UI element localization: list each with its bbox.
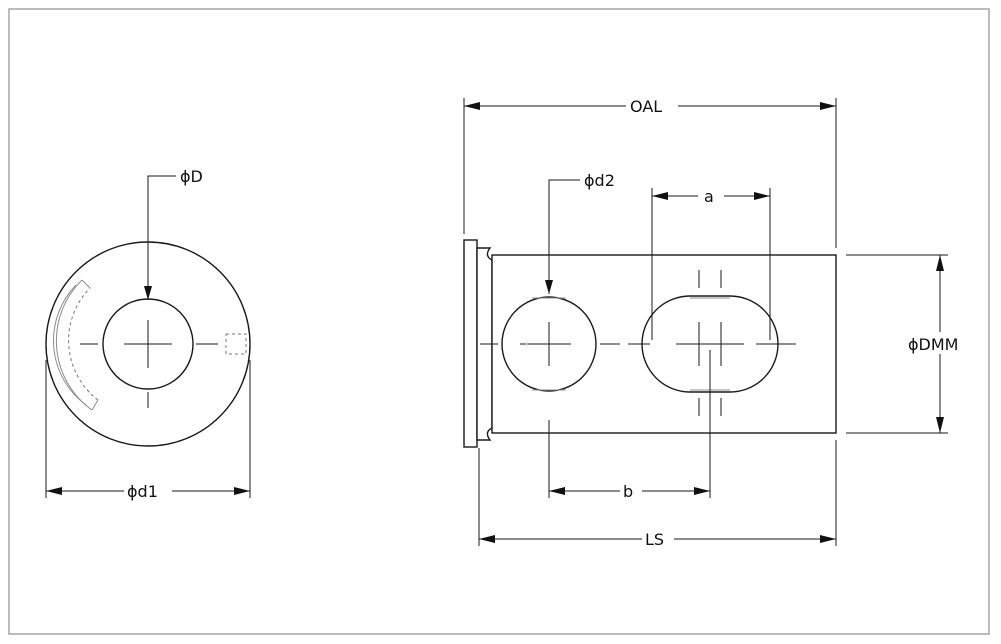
label-b: b — [623, 482, 633, 501]
end-view: ϕD ϕd1 — [45, 167, 251, 502]
label-LS: LS — [645, 530, 664, 549]
hidden-arc-outer — [55, 279, 93, 411]
label-a: a — [704, 187, 714, 206]
leader-D — [147, 175, 176, 300]
flange — [463, 239, 478, 448]
hidden-arc-dashed — [68, 287, 99, 401]
label-d1: ϕd1 — [127, 482, 158, 501]
hidden-screw-hole — [225, 333, 247, 355]
hidden-arc-inner — [53, 284, 87, 406]
leader-d2 — [548, 179, 580, 294]
label-OAL: OAL — [630, 97, 662, 116]
label-D: ϕD — [180, 167, 203, 186]
side-view: OAL ϕd2 a ϕDMM b LS — [463, 95, 976, 550]
label-d2: ϕd2 — [584, 171, 615, 190]
label-DMM: ϕDMM — [908, 335, 958, 354]
